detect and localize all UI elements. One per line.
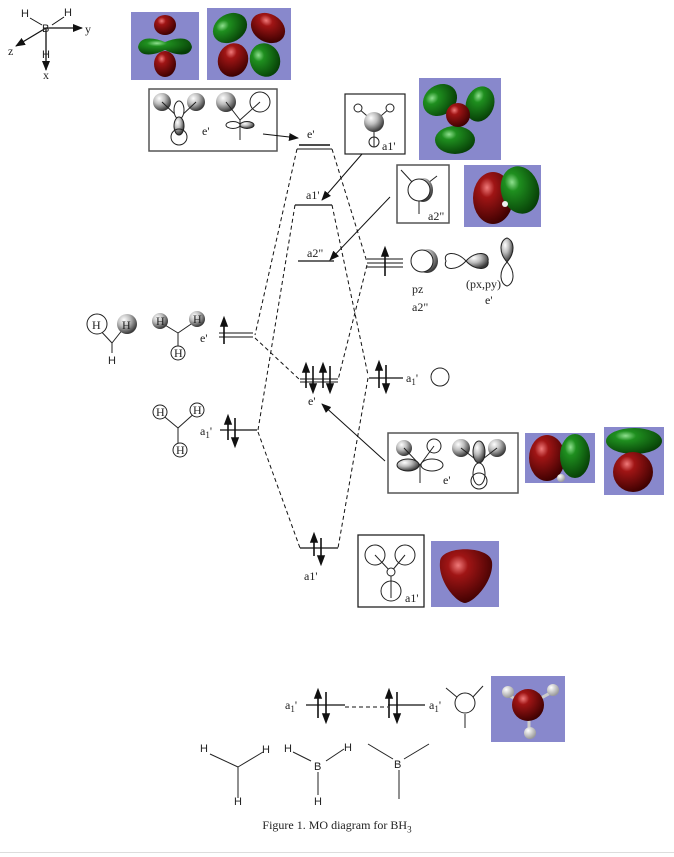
boron-py-orbital [500, 237, 514, 287]
orbital-render-e-bonding-2 [604, 427, 664, 495]
boron-pz-orbital [410, 249, 438, 273]
caption-text: Figure 1. MO diagram for BH [262, 818, 408, 832]
pz-label: pz [412, 282, 423, 296]
h3-salc-e-1: H H H [86, 313, 137, 367]
pz-symmetry-label: a2" [412, 300, 428, 314]
svg-text:H: H [92, 318, 101, 332]
axis-atom-h: H [42, 49, 50, 61]
svg-text:H: H [200, 743, 208, 755]
caption-subscript: 3 [407, 824, 412, 835]
orbital-render-a2 [464, 165, 541, 227]
svg-text:H: H [193, 312, 202, 326]
electron-up-arrow [309, 531, 319, 543]
level-label: e' [200, 331, 208, 345]
left-fragment-h3: e' a1' H H H H H H [86, 311, 257, 458]
electron-down-arrow [325, 383, 335, 395]
pxpy-label: (px,py) [466, 277, 501, 291]
level-label: a1' [200, 424, 212, 440]
level-label: e' [307, 127, 315, 141]
box-bonding-e-salc: e' [387, 432, 519, 494]
electron-down-arrow [392, 713, 402, 725]
svg-text:H: H [176, 443, 185, 457]
mo-electrons [301, 361, 335, 567]
boron-2s-orbital [430, 367, 450, 387]
electron-down-arrow [308, 383, 318, 395]
box-bonding-a1-salc: a1' [357, 534, 425, 608]
arrow-to-e-antibonding [262, 133, 299, 141]
electron-up-arrow [318, 361, 328, 373]
boron-s-orbital [454, 692, 476, 714]
h3-salc-a1: H H H [152, 402, 205, 458]
box-label: e' [443, 473, 451, 487]
electron-down-arrow [230, 437, 240, 449]
orbital-render-a1-antibonding [419, 78, 501, 160]
axis-atom-b: B [42, 23, 49, 35]
axis-label-y: y [85, 22, 91, 36]
orbital-render-e-bonding-1 [525, 433, 595, 483]
pxpy-symmetry-label: e' [485, 293, 493, 307]
structure-b-fragment: B [367, 743, 430, 799]
arrow-to-a1-antibonding [321, 153, 363, 201]
level-label: e' [308, 394, 316, 408]
svg-text:H: H [108, 355, 116, 367]
right-fragment-boron: a1' pz a2" (px,py) e' [367, 237, 514, 395]
level-label: a1' [306, 188, 320, 202]
electron-down-arrow [321, 713, 331, 725]
svg-text:H: H [284, 743, 292, 755]
svg-text:H: H [234, 796, 242, 808]
box-label: a1' [405, 591, 419, 605]
box-nonbonding-a2: a2" [396, 164, 450, 224]
electron-up-arrow [313, 687, 323, 699]
arrow-to-a2 [329, 196, 391, 261]
svg-text:H: H [156, 314, 165, 328]
svg-text:B: B [394, 759, 401, 771]
level-label: a1' [429, 698, 441, 714]
coordinate-axes: B H H H y x z [8, 7, 91, 82]
level-label: a2" [307, 246, 323, 260]
electron-up-arrow [380, 245, 390, 257]
h3-salc-e-2: H H H [152, 311, 205, 361]
box-label: a1' [382, 139, 396, 153]
level-label: a1' [285, 698, 297, 714]
svg-text:H: H [314, 796, 322, 808]
orbital-render-e-antibonding-1 [131, 12, 199, 80]
orbital-render-bh3-a1 [491, 676, 565, 742]
orbital-render-e-antibonding-2 [207, 8, 291, 80]
box-label: a2" [428, 209, 444, 223]
svg-text:B: B [314, 761, 321, 773]
electron-up-arrow [223, 413, 233, 425]
svg-text:H: H [193, 403, 202, 417]
axis-label-z: z [8, 44, 13, 58]
level-label: a1' [304, 569, 318, 583]
bottom-a1-mixing: a1' a1' [285, 685, 484, 728]
axis-atom-h: H [21, 8, 29, 20]
level-label: a1' [406, 371, 418, 387]
figure-caption: Figure 1. MO diagram for BH3 [0, 818, 674, 834]
boron-px-orbital [444, 253, 489, 269]
box-antibonding-a1-salc: a1' [344, 93, 406, 155]
mo-levels: e' a1' a2" e' a1' [295, 127, 338, 583]
electron-down-arrow [316, 555, 326, 567]
orbital-render-a1-bonding [431, 541, 499, 607]
structure-h3: H H H [200, 743, 270, 808]
electron-up-arrow [374, 359, 384, 371]
correlation-lines [254, 148, 369, 549]
electron-up-arrow [301, 361, 311, 373]
svg-text:H: H [156, 405, 165, 419]
box-label: e' [202, 124, 210, 138]
svg-text:H: H [344, 742, 352, 754]
svg-text:H: H [174, 346, 183, 360]
arrow-to-e-bonding [321, 403, 386, 462]
svg-text:H: H [122, 318, 131, 332]
box-antibonding-e-salc: e' [148, 88, 278, 152]
electron-up-arrow [219, 315, 229, 327]
structure-bh3: H B H H [284, 742, 352, 808]
electron-down-arrow [381, 383, 391, 395]
bottom-divider [0, 852, 674, 853]
electron-up-arrow [384, 687, 394, 699]
axis-atom-h: H [64, 7, 72, 19]
svg-text:H: H [262, 744, 270, 756]
axis-label-x: x [43, 68, 49, 82]
